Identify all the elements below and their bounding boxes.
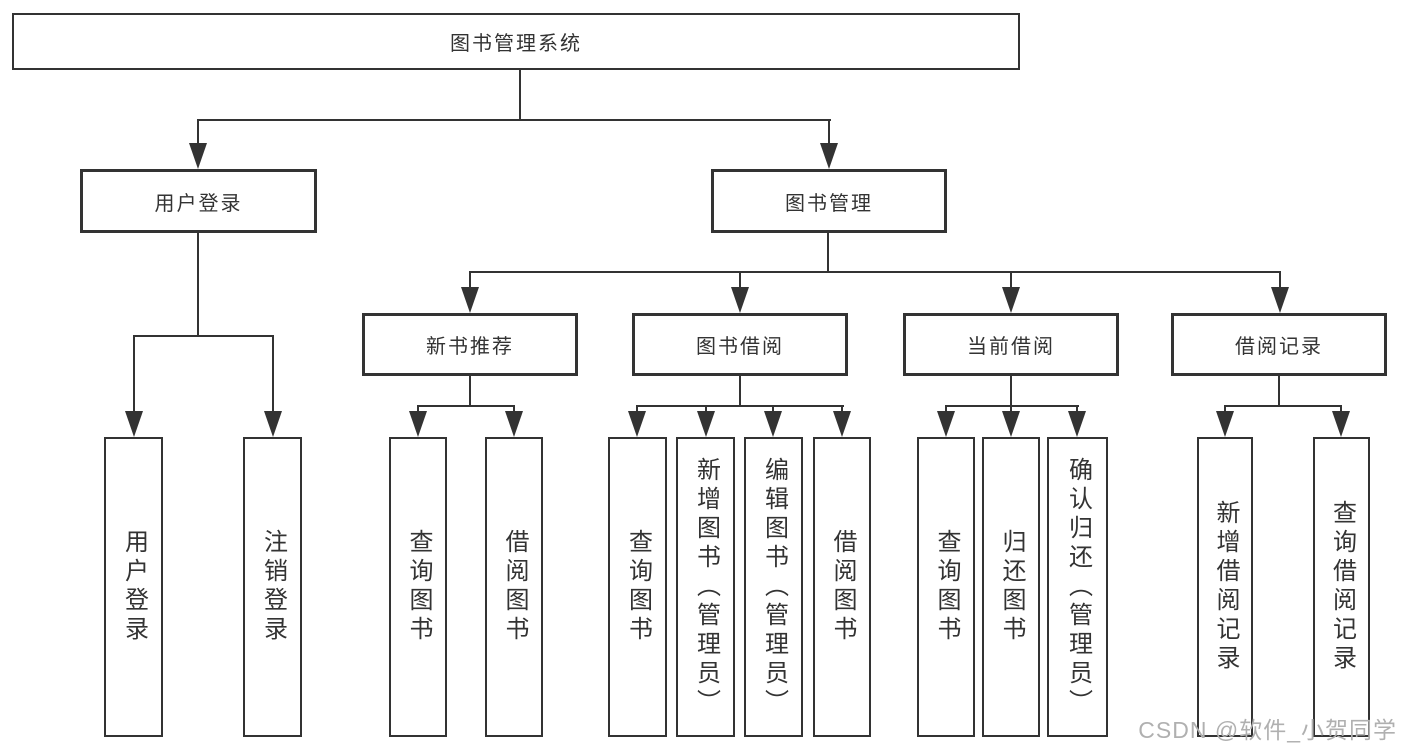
arrowhead-down-icon xyxy=(1068,411,1086,437)
connector-line xyxy=(828,119,830,149)
arrowhead-down-icon xyxy=(1271,287,1289,313)
arrowhead-down-icon xyxy=(697,411,715,437)
arrowhead-down-icon xyxy=(264,411,282,437)
leaf-borrow-books: 借阅图书 xyxy=(813,437,871,737)
arrowhead-down-icon xyxy=(731,287,749,313)
connector-rail xyxy=(636,405,844,407)
connector-level1-rail xyxy=(197,119,831,121)
connector-line xyxy=(1224,405,1226,413)
leaf-logout: 注销登录 xyxy=(243,437,302,737)
arrowhead-down-icon xyxy=(189,143,207,169)
arrowhead-down-icon xyxy=(628,411,646,437)
connector-rail xyxy=(945,405,1079,407)
csdn-watermark: CSDN @软件_小贺同学 xyxy=(1138,717,1397,743)
connector-line xyxy=(772,405,774,413)
arrowhead-down-icon xyxy=(1002,287,1020,313)
connector-book-mgmt-stem xyxy=(827,232,829,273)
arrowhead-down-icon xyxy=(833,411,851,437)
arrowhead-down-icon xyxy=(1002,411,1020,437)
arrowhead-down-icon xyxy=(461,287,479,313)
connector-level2-rail xyxy=(469,271,1281,273)
arrowhead-down-icon xyxy=(764,411,782,437)
leaf-return-book: 归还图书 xyxy=(982,437,1040,737)
node-book-borrowing: 图书借阅 xyxy=(632,313,848,376)
node-user-login: 用户登录 xyxy=(80,169,317,233)
connector-line xyxy=(1010,271,1012,291)
connector-root-stem xyxy=(519,70,521,120)
node-root: 图书管理系统 xyxy=(12,13,1020,70)
arrowhead-down-icon xyxy=(505,411,523,437)
leaf-query-borrow-record: 查询借阅记录 xyxy=(1313,437,1370,737)
connector-line xyxy=(469,376,471,407)
arrowhead-down-icon xyxy=(1216,411,1234,437)
connector-line xyxy=(469,271,471,291)
connector-line xyxy=(1279,271,1281,291)
connector-line xyxy=(133,335,135,413)
connector-user-login-stem xyxy=(197,233,199,336)
connector-line xyxy=(739,271,741,291)
leaf-add-book-admin: 新增图书（管理员） xyxy=(676,437,735,737)
leaf-confirm-return-admin: 确认归还（管理员） xyxy=(1047,437,1108,737)
connector-line xyxy=(705,405,707,413)
arrowhead-down-icon xyxy=(937,411,955,437)
arrowhead-down-icon xyxy=(820,143,838,169)
leaf-query-books: 查询图书 xyxy=(917,437,975,737)
connector-line xyxy=(513,405,515,413)
leaf-user-login: 用户登录 xyxy=(104,437,163,737)
connector-user-login-rail xyxy=(133,335,274,337)
arrowhead-down-icon xyxy=(125,411,143,437)
node-book-management: 图书管理 xyxy=(711,169,947,233)
connector-line xyxy=(1010,376,1012,407)
node-borrowing-records: 借阅记录 xyxy=(1171,313,1387,376)
connector-line xyxy=(841,405,843,413)
node-new-book-recommend: 新书推荐 xyxy=(362,313,578,376)
leaf-edit-book-admin: 编辑图书（管理员） xyxy=(744,437,803,737)
leaf-borrow-books: 借阅图书 xyxy=(485,437,543,737)
connector-line xyxy=(417,405,419,413)
connector-rail xyxy=(417,405,515,407)
connector-rail xyxy=(1224,405,1342,407)
connector-line xyxy=(272,335,274,413)
leaf-add-borrow-record: 新增借阅记录 xyxy=(1197,437,1253,737)
leaf-query-books: 查询图书 xyxy=(389,437,447,737)
connector-line xyxy=(636,405,638,413)
leaf-query-books: 查询图书 xyxy=(608,437,667,737)
connector-line xyxy=(197,119,199,149)
connector-line xyxy=(1010,405,1012,413)
arrowhead-down-icon xyxy=(1332,411,1350,437)
connector-line xyxy=(739,376,741,407)
connector-line xyxy=(1340,405,1342,413)
connector-line xyxy=(1278,376,1280,407)
connector-line xyxy=(1076,405,1078,413)
arrowhead-down-icon xyxy=(409,411,427,437)
connector-line xyxy=(945,405,947,413)
node-current-borrowing: 当前借阅 xyxy=(903,313,1119,376)
